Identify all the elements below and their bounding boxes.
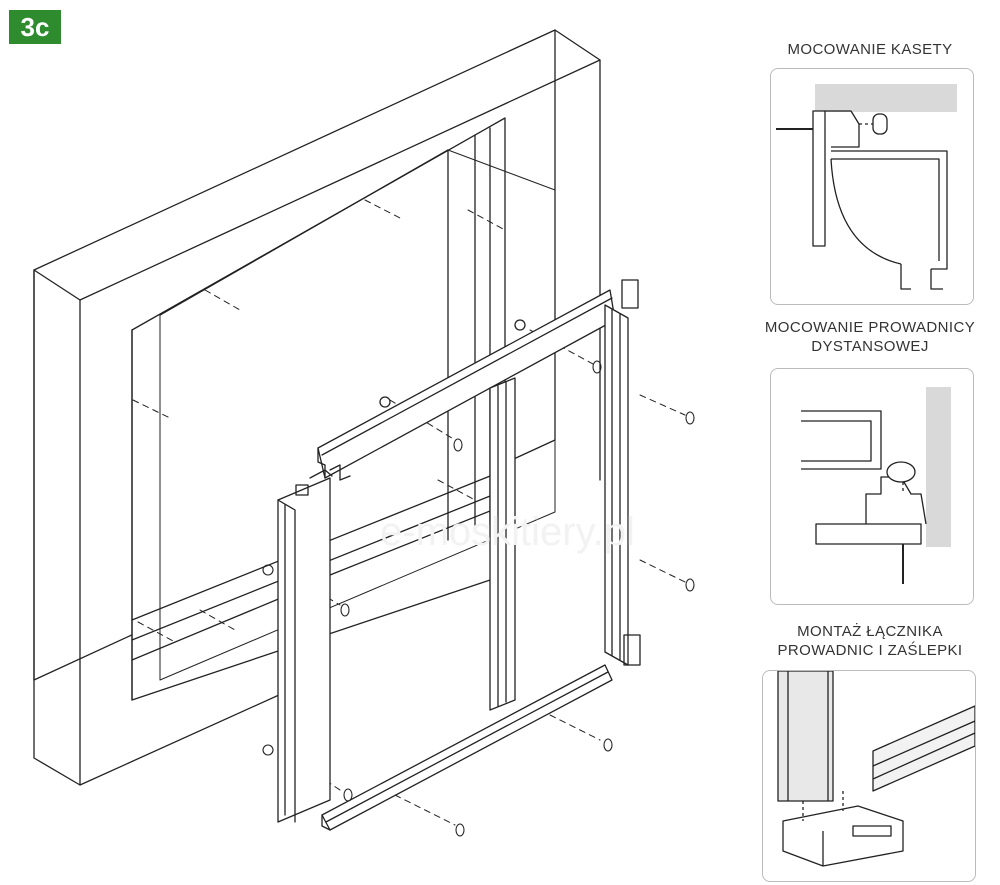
step-badge: 3c xyxy=(9,10,61,44)
watermark: e-moskitiery.pl xyxy=(380,510,635,554)
detail-title-line: DYSTANSOWEJ xyxy=(811,338,929,355)
screws xyxy=(262,360,695,837)
bottom-guide xyxy=(321,664,613,831)
handle-bar xyxy=(489,377,516,711)
detail-title-line: MOCOWANIE PROWADNICY xyxy=(764,319,976,336)
detail-title-line: MOCOWANIE KASETY xyxy=(787,41,953,58)
right-guide xyxy=(604,279,641,666)
left-cassette xyxy=(277,469,333,823)
detail-title-guide: MOCOWANIE PROWADNICY DYSTANSOWEJ xyxy=(750,318,990,356)
detail-title-cassette: MOCOWANIE KASETY xyxy=(750,40,990,59)
detail-title-line: PROWADNIC I ZAŚLEPKI xyxy=(777,642,963,659)
detail-title-connector: MONTAŻ ŁĄCZNIKA PROWADNIC I ZAŚLEPKI xyxy=(750,622,990,660)
installation-diagram xyxy=(33,29,695,837)
detail-panel-connector xyxy=(762,670,976,882)
detail-panel-guide xyxy=(770,368,974,605)
detail-panel-cassette xyxy=(770,68,974,305)
detail-title-line: MONTAŻ ŁĄCZNIKA xyxy=(797,623,943,640)
